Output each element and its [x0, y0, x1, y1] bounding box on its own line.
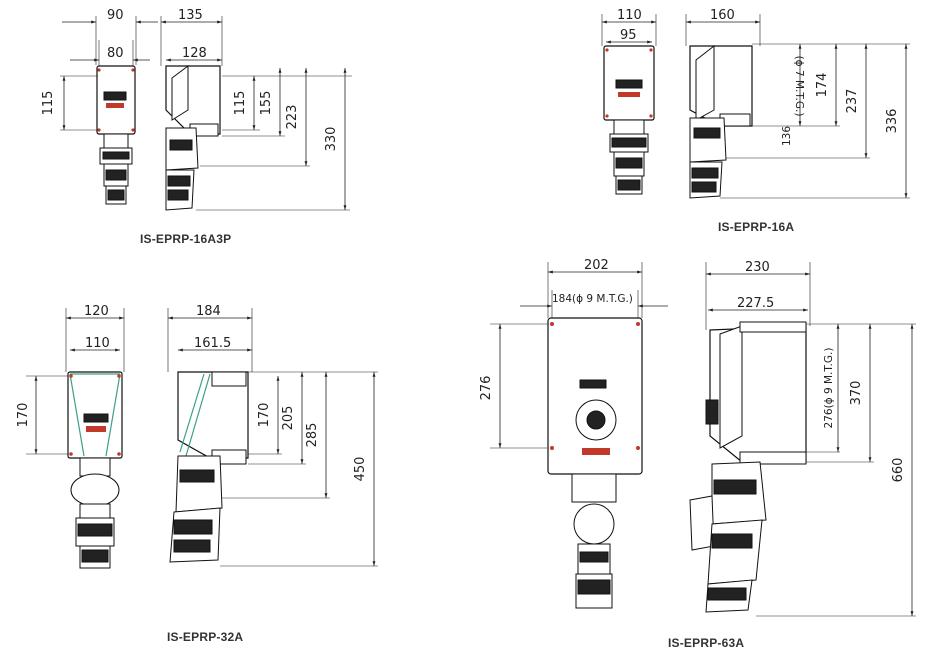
caption-16a: IS-EPRP-16A: [718, 220, 795, 234]
front-view-16a3p: [96, 65, 136, 205]
dim-63a-side-mount-hole: 276(ϕ 9 M.T.G.): [823, 348, 835, 429]
dim-16a-h1: 174: [815, 73, 830, 98]
product-32a-drawing: 120 110 170 184 161.5 170 205: [16, 304, 378, 569]
dim-16a3p-width: 90: [107, 8, 124, 23]
dim-63a-h1: 370: [849, 381, 864, 406]
product-16a3p-drawing: 90 80 115 135 128 115 155: [41, 8, 352, 211]
side-view-63a: [689, 321, 807, 613]
caption-63a: IS-EPRP-63A: [668, 636, 745, 650]
product-63a-drawing: 202 184(ϕ 9 M.T.G.) 276 230 227.5: [479, 258, 916, 617]
side-view-16a3p: [165, 65, 221, 211]
caption-16a3p: IS-EPRP-16A3P: [140, 232, 232, 246]
dim-16a-hole-spacing: 136: [781, 126, 793, 146]
dim-16a-depth: 160: [710, 8, 735, 23]
dim-16a3p-h2: 155: [259, 91, 274, 116]
dim-32a-mount-height: 170: [16, 403, 31, 428]
dim-16a3p-inner-depth: 128: [182, 46, 207, 61]
dim-16a3p-h3: 223: [285, 105, 300, 130]
front-view-32a: [67, 371, 123, 569]
dim-32a-inner-depth: 161.5: [194, 336, 231, 351]
dim-63a-front-mount-hole: 184(ϕ 9 M.T.G.): [552, 293, 633, 305]
side-view-32a: [169, 371, 249, 563]
dim-32a-h4: 450: [353, 457, 368, 482]
caption-32a: IS-EPRP-32A: [167, 630, 244, 644]
dim-16a3p-mount-width: 80: [107, 46, 124, 61]
dim-16a-h2: 237: [845, 89, 860, 114]
dim-32a-h3: 285: [305, 423, 320, 448]
dim-16a-mount-hole: (ϕ 7 M.T.G.): [793, 56, 805, 117]
side-view-16a: [689, 44, 753, 199]
dim-63a-mount-height: 276: [479, 376, 494, 401]
dim-32a-depth: 184: [196, 304, 221, 319]
dim-63a-h2: 660: [891, 458, 906, 483]
dim-63a-width: 202: [584, 258, 609, 273]
dim-16a3p-h1: 115: [233, 91, 248, 116]
dim-16a3p-mount-height: 115: [41, 91, 56, 116]
dim-32a-width: 120: [84, 304, 109, 319]
dim-16a-h3: 336: [885, 109, 900, 134]
front-view-16a: [603, 45, 655, 195]
dim-16a3p-depth: 135: [178, 8, 203, 23]
dim-16a3p-h4: 330: [324, 127, 339, 152]
dim-32a-mount-width: 110: [85, 336, 110, 351]
dim-16a-mount-width: 95: [620, 28, 637, 43]
dim-32a-h1: 170: [257, 403, 272, 428]
dim-63a-depth: 230: [745, 260, 770, 275]
dim-32a-h2: 205: [281, 406, 296, 431]
front-view-63a: [547, 317, 643, 609]
product-16a-drawing: 110 95 160 (ϕ 7 M.T.G.) 136 174 237 336: [601, 8, 910, 199]
dim-16a-width: 110: [617, 8, 642, 23]
dim-63a-inner-depth: 227.5: [737, 296, 774, 311]
